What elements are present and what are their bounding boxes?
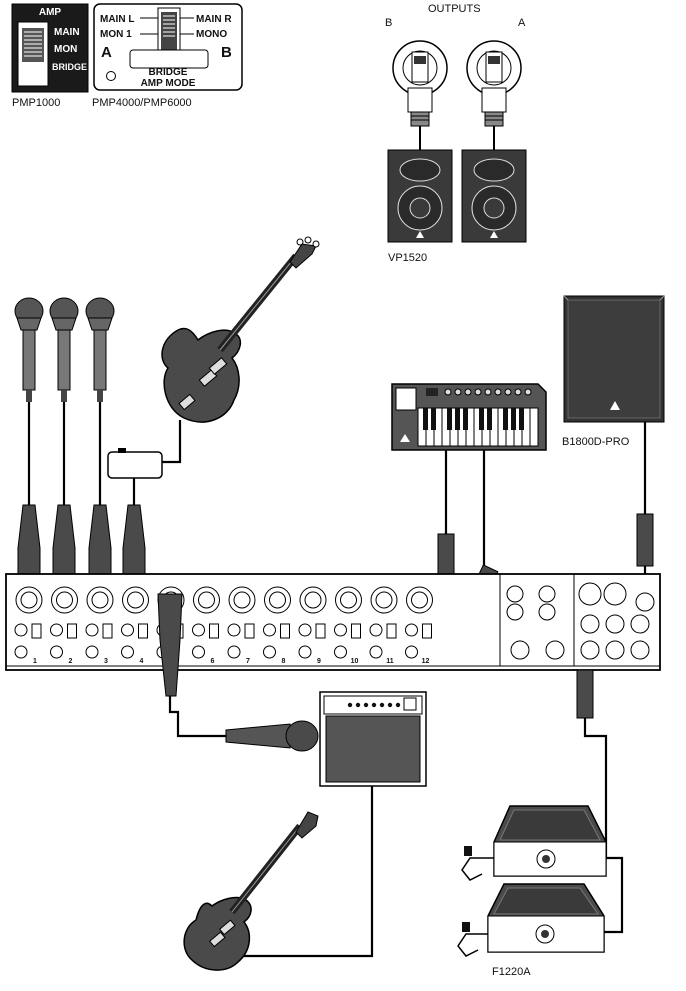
speaker-model-label: VP1520	[388, 252, 428, 264]
pmp1000-amp-switch: AMP MAIN MON BRIDGE	[11, 3, 89, 93]
power-cable-2	[457, 922, 488, 957]
stage-monitor-2	[487, 883, 605, 953]
channel-number: 10	[351, 658, 359, 665]
line-input-jack[interactable]	[369, 623, 383, 637]
insert-jack[interactable]	[405, 645, 418, 659]
insert-jack[interactable]	[263, 645, 276, 659]
mixer-channel: 4	[121, 586, 149, 665]
insert-jack[interactable]	[298, 645, 312, 659]
amp-switch-main: MAIN	[54, 27, 80, 38]
subwoofer-plug	[636, 513, 654, 567]
electric-guitar	[183, 811, 319, 971]
channel-number: 9	[317, 658, 321, 665]
outputs-title: OUTPUTS	[428, 3, 481, 15]
mixer-channel: 10	[334, 586, 362, 665]
switch-mon-1: MON 1	[100, 29, 132, 40]
mixer-channel: 8	[263, 586, 291, 665]
switch-side-b: B	[221, 44, 232, 61]
mixer-channel: 2	[50, 586, 78, 665]
speaker-b	[387, 149, 453, 243]
line-input-jack[interactable]	[263, 623, 276, 637]
amp-switch-header: AMP	[39, 7, 62, 18]
switch-main-r: MAIN R	[196, 14, 232, 25]
channel-number: 8	[282, 658, 286, 665]
switch-amp-mode-label: AMP MODE	[141, 78, 196, 89]
channel-number: 2	[69, 658, 73, 665]
power-cable-1	[461, 846, 494, 881]
vocal-microphone	[225, 720, 319, 752]
insert-jack[interactable]	[50, 645, 63, 659]
line-input-jack[interactable]	[121, 623, 134, 637]
insert-jack[interactable]	[121, 645, 134, 659]
bass-guitar	[161, 236, 320, 423]
output-connector-b	[392, 40, 448, 127]
mixer-channel: 3	[85, 586, 114, 665]
pmp4000-mode-switch: MAIN L MON 1 MAIN R MONO A B BRIDGE AMP …	[93, 3, 243, 91]
line-input-jack[interactable]	[227, 623, 241, 637]
insert-jack[interactable]	[192, 645, 205, 659]
line-input-jack[interactable]	[334, 623, 347, 637]
microphone-1	[14, 297, 44, 402]
microphone-2	[49, 297, 79, 402]
di-box	[107, 448, 163, 479]
midi-keyboard	[391, 383, 547, 451]
switch-bridge-label: BRIDGE	[149, 67, 188, 78]
insert-jack[interactable]	[369, 645, 383, 659]
line-input-jack[interactable]	[14, 623, 28, 637]
insert-jack[interactable]	[85, 645, 99, 659]
output-b-label: B	[385, 17, 393, 29]
pmp4000-label: PMP4000/PMP6000	[92, 97, 192, 109]
channel-number: 11	[386, 658, 394, 665]
output-a-label: A	[518, 17, 526, 29]
mixer-channel: 6	[192, 586, 220, 665]
monitor-model-label: F1220A	[492, 966, 531, 978]
insert-jack[interactable]	[334, 645, 347, 659]
line-input-jack[interactable]	[298, 623, 312, 637]
pmp1000-label: PMP1000	[12, 97, 61, 109]
output-connector-a	[466, 40, 522, 127]
mixer-channel: 7	[227, 586, 256, 665]
stage-monitor-1	[493, 805, 607, 877]
xlr-plug-ch5	[157, 593, 183, 697]
amp-switch-mon: MON	[54, 44, 77, 55]
line-input-jack[interactable]	[85, 623, 99, 637]
switch-main-l: MAIN L	[100, 14, 134, 25]
line-input-jack[interactable]	[192, 623, 205, 637]
mixer-channel: 1	[14, 586, 43, 665]
mixer-channel-strip: 123456789101112	[14, 586, 433, 665]
amp-switch-bridge: BRIDGE	[52, 62, 87, 72]
channel-number: 3	[104, 658, 108, 665]
microphone-3	[85, 297, 115, 402]
monitor-plug	[576, 669, 594, 719]
guitar-amplifier	[319, 691, 427, 787]
switch-side-a: A	[101, 44, 112, 61]
line-input-jack[interactable]	[405, 623, 418, 637]
channel-number: 1	[33, 658, 37, 665]
mixer-channel: 12	[405, 586, 433, 665]
channel-number: 6	[211, 658, 215, 665]
channel-number: 12	[422, 658, 430, 665]
channel-number: 7	[246, 658, 250, 665]
mixer-channel: 11	[369, 586, 398, 665]
subwoofer	[563, 295, 665, 423]
insert-jack[interactable]	[14, 645, 28, 659]
mixer-stereo-section	[506, 582, 655, 660]
insert-jack[interactable]	[227, 645, 241, 659]
line-input-jack[interactable]	[50, 623, 63, 637]
subwoofer-model-label: B1800D-PRO	[562, 436, 630, 448]
mixer-channel: 9	[298, 586, 327, 665]
speaker-a	[461, 149, 527, 243]
switch-mono: MONO	[196, 29, 227, 40]
channel-number: 4	[140, 658, 144, 665]
